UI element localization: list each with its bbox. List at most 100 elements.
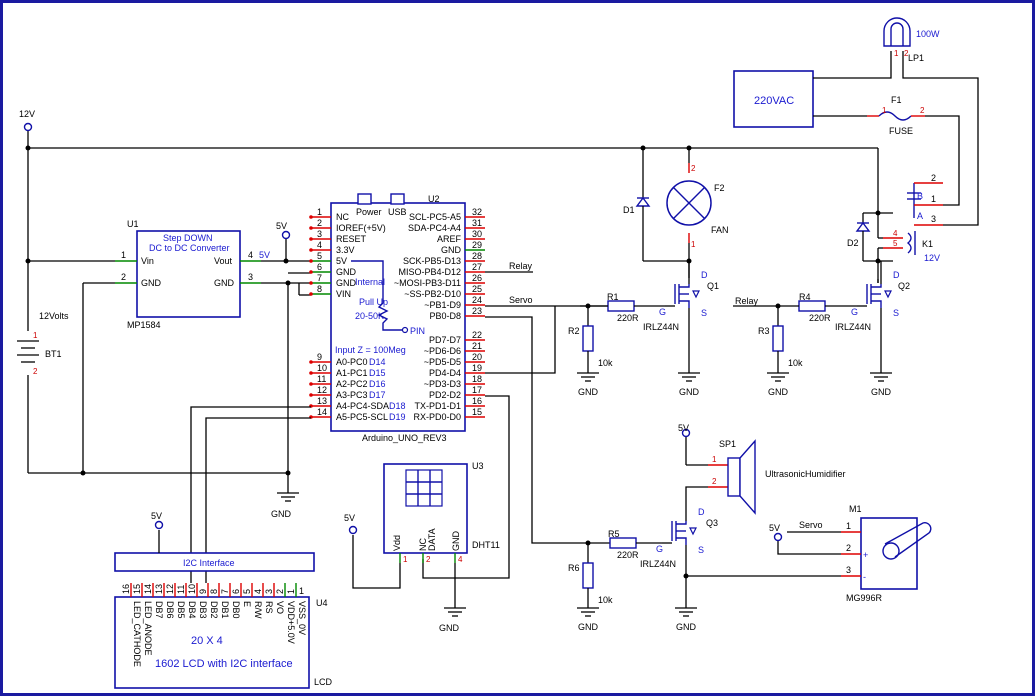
svg-text:2: 2 (121, 272, 126, 282)
svg-text:G: G (656, 544, 663, 554)
svg-text:GND: GND (271, 509, 292, 519)
svg-text:Relay: Relay (735, 296, 759, 306)
net-12v-rail: 12V (19, 109, 878, 476)
svg-text:Relay: Relay (509, 261, 533, 271)
svg-text:~SS-PB2-D10: ~SS-PB2-D10 (404, 289, 461, 299)
svg-text:A4-PC4-SDA: A4-PC4-SDA (336, 401, 389, 411)
svg-text:U2: U2 (428, 194, 440, 204)
svg-text:2: 2 (712, 477, 717, 486)
svg-text:DB7: DB7 (154, 601, 164, 619)
svg-text:4: 4 (248, 250, 253, 260)
svg-text:SDA-PC4-A4: SDA-PC4-A4 (408, 223, 461, 233)
svg-text:2: 2 (317, 218, 322, 228)
svg-text:5: 5 (893, 239, 898, 248)
svg-text:4: 4 (458, 555, 463, 564)
svg-text:S: S (893, 308, 899, 318)
svg-text:1: 1 (121, 250, 126, 260)
svg-text:LED_ANODE: LED_ANODE (143, 601, 153, 656)
svg-text:Servo: Servo (799, 520, 823, 530)
svg-text:7: 7 (317, 273, 322, 283)
svg-text:D14: D14 (369, 357, 386, 367)
svg-text:LP1: LP1 (908, 53, 924, 63)
svg-text:PB0-D8: PB0-D8 (429, 311, 461, 321)
u2-pin-20: 20~PD5-D5 (424, 352, 485, 367)
svg-text:UltrasonicHumidifier: UltrasonicHumidifier (765, 469, 846, 479)
ground-icon: GND (870, 372, 892, 397)
bt1-ref: BT1 (45, 349, 62, 359)
svg-text:19: 19 (472, 363, 482, 373)
svg-text:100W: 100W (916, 29, 940, 39)
svg-text:18: 18 (472, 374, 482, 384)
svg-text:B: B (917, 191, 923, 201)
ground-icon: GND (678, 372, 700, 397)
u2-pin-26: 26 ~MOSI-PB3-D11 (394, 273, 485, 288)
svg-text:G: G (659, 307, 666, 317)
svg-text:1: 1 (882, 106, 887, 115)
svg-text:IRLZ44N: IRLZ44N (835, 322, 871, 332)
svg-text:1: 1 (299, 586, 304, 596)
svg-text:MG996R: MG996R (846, 593, 883, 603)
svg-text:Power: Power (356, 207, 382, 217)
svg-text:Internal: Internal (355, 277, 385, 287)
bt1-label: 12Volts (39, 311, 69, 321)
svg-text:S: S (701, 308, 707, 318)
svg-text:14: 14 (317, 407, 327, 417)
svg-text:~MOSI-PB3-D11: ~MOSI-PB3-D11 (394, 278, 461, 288)
svg-text:32: 32 (472, 207, 482, 217)
svg-text:Pull Up: Pull Up (359, 297, 388, 307)
svg-text:9: 9 (198, 589, 208, 594)
svg-text:5: 5 (242, 589, 252, 594)
svg-text:G: G (851, 307, 858, 317)
svg-text:1: 1 (286, 589, 296, 594)
u2-pin-21: 21~PD6-D6 (424, 341, 485, 356)
svg-text:R5: R5 (608, 529, 620, 539)
svg-text:GND: GND (451, 531, 461, 552)
svg-text:SP1: SP1 (719, 439, 736, 449)
u2-pin-25: 25~SS-PB2-D10 (404, 284, 485, 299)
svg-text:13: 13 (317, 396, 327, 406)
u3-dht11: U3 DHT11 Vdd DATA NC GND 1 2 4 5V GND (344, 461, 500, 633)
svg-text:FAN: FAN (711, 225, 729, 235)
svg-text:26: 26 (472, 273, 482, 283)
svg-text:U3: U3 (472, 461, 484, 471)
svg-text:GND: GND (439, 623, 460, 633)
svg-text:FUSE: FUSE (889, 126, 913, 136)
svg-text:D18: D18 (389, 401, 406, 411)
u2-pin-24: 24~PB1-D9 (424, 295, 485, 310)
svg-text:GND: GND (578, 387, 599, 397)
svg-text:RS: RS (264, 601, 274, 614)
svg-text:2: 2 (846, 543, 851, 553)
svg-text:RX-PD0-D0: RX-PD0-D0 (413, 412, 461, 422)
svg-text:31: 31 (472, 218, 482, 228)
svg-text:3: 3 (846, 565, 851, 575)
svg-text:D2: D2 (847, 238, 859, 248)
svg-text:NC: NC (336, 212, 349, 222)
svg-text:GND: GND (141, 278, 162, 288)
svg-text:A: A (917, 211, 923, 221)
svg-text:29: 29 (472, 240, 482, 250)
svg-text:AREF: AREF (437, 234, 462, 244)
svg-text:Input Z = 100Meg: Input Z = 100Meg (335, 345, 406, 355)
svg-text:20 X 4: 20 X 4 (191, 635, 223, 647)
svg-text:10k: 10k (598, 595, 613, 605)
svg-text:17: 17 (472, 385, 482, 395)
svg-text:R2: R2 (568, 326, 580, 336)
